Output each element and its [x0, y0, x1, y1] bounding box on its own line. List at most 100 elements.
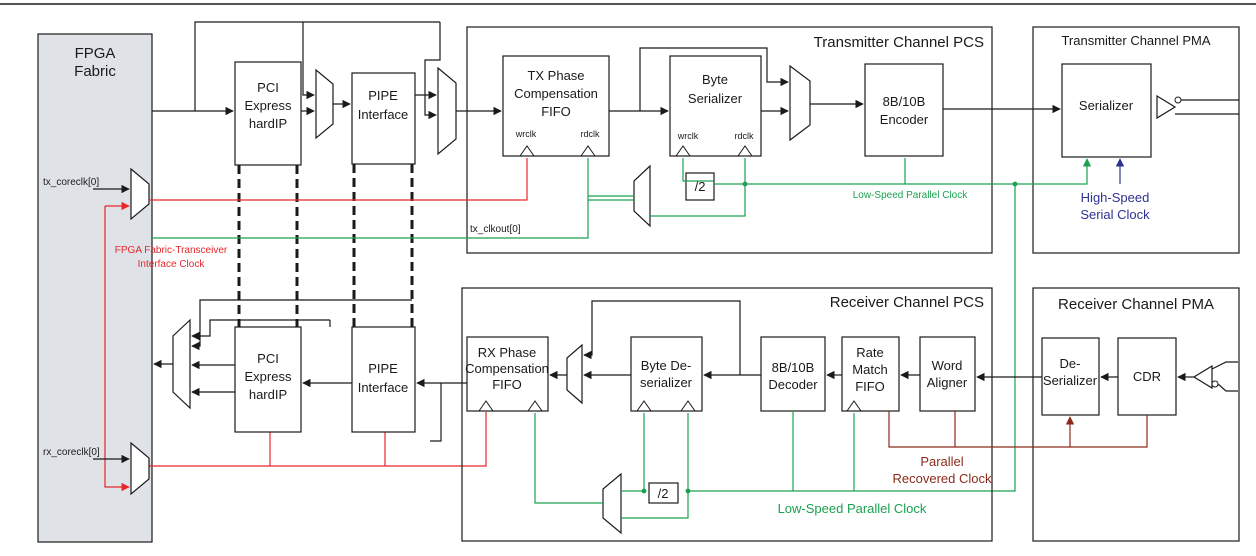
rx-deser-label-1: De-: [1060, 356, 1081, 371]
tx-byte-rdclk-port: [737, 145, 753, 157]
rx-pipe-label-1: PIPE: [368, 361, 398, 376]
tx-byte-wrclk-port: [675, 145, 691, 157]
rx-pma-deserializer: [1041, 337, 1100, 416]
tx-data-path: [152, 21, 1061, 120]
rx-cdr: [1117, 337, 1177, 416]
tx-mux-2: [437, 66, 457, 156]
rx-decoder-label-2: Decoder: [768, 377, 818, 392]
rx-byte-deser-label-1: Byte De-: [641, 358, 692, 373]
tx-fifo-label-1: TX Phase: [527, 68, 584, 83]
tx-pma-title: Transmitter Channel PMA: [1061, 33, 1210, 48]
tx-8b10b-encoder: [864, 63, 944, 157]
tx-fifo-rdclk-port: [580, 145, 596, 157]
tx-byte-ser-label-2: Serializer: [688, 91, 743, 106]
rx-pma-box: [1032, 287, 1240, 542]
tx-mux-3: [789, 64, 811, 142]
tx-fifo-wrclk: wrclk: [515, 129, 537, 139]
tx-pcs-box: [466, 26, 993, 254]
rx-fifo-rdclk-port: [527, 400, 543, 412]
tx-serializer-label: Serializer: [1079, 98, 1134, 113]
tx-pma-serializer: [1061, 63, 1152, 158]
rx-pipe-interface: [351, 326, 416, 433]
tx-fifo-label-2: Compensation: [514, 86, 598, 101]
rx-clock-junction-2: [685, 488, 691, 494]
tx-pipe-label-1: PIPE: [368, 88, 398, 103]
rx-coreclk-mux: [130, 441, 150, 496]
tx-byte-ser-label-1: Byte: [702, 72, 728, 87]
tx-phase-compensation-fifo: [502, 55, 610, 157]
rx-clock-junction-1: [641, 488, 647, 494]
rx-rate-match-label-2: Match: [852, 362, 887, 377]
rx-fifo-label-1: RX Phase: [478, 345, 537, 360]
tx-coreclk-mux: [130, 167, 150, 221]
rx-cdr-label: CDR: [1133, 369, 1161, 384]
rx-fifo-label-2: Compensation: [465, 361, 549, 376]
tx-fifo-wrclk-port: [519, 145, 535, 157]
tx-pci-label-2: Express: [245, 98, 292, 113]
rx-word-aligner-label-2: Aligner: [927, 375, 968, 390]
tx-low-speed-clock-label: Low-Speed Parallel Clock: [853, 190, 969, 201]
rx-low-speed-clock: [534, 411, 855, 519]
rx-pcs-title: Receiver Channel PCS: [830, 294, 984, 311]
fabric-label-2: Fabric: [74, 63, 116, 80]
tx-output-buffer-icon: [1156, 94, 1177, 120]
rx-clock-mux: [602, 472, 622, 535]
high-speed-label-1: High-Speed: [1081, 190, 1150, 205]
rx-byte-rdclk-port: [680, 400, 696, 412]
recovered-clock-label-2: Recovered Clock: [893, 471, 992, 486]
rx-output-mux: [172, 318, 191, 410]
fabric-interface-clock: [104, 158, 528, 492]
rx-pci-label-3: hardIP: [249, 387, 287, 402]
tx-div2-label: /2: [695, 179, 706, 194]
tx-encoder-label-2: Encoder: [880, 112, 929, 127]
rx-phase-compensation-fifo: [466, 336, 549, 412]
rx-data-mux: [566, 343, 583, 405]
rx-div2-label: /2: [658, 486, 669, 501]
fabric-label-1: FPGA: [75, 45, 116, 62]
tx-byte-serializer: [669, 55, 762, 157]
rx-pipe-label-2: Interface: [358, 380, 409, 395]
rx-rate-match-port: [846, 400, 862, 412]
rx-word-aligner-label-1: Word: [932, 358, 963, 373]
rx-deser-label-2: Serializer: [1043, 373, 1098, 388]
tx-clock-junction-2: [1012, 181, 1018, 187]
tx-fifo-label-3: FIFO: [541, 104, 571, 119]
rx-divide-by-2: [648, 482, 679, 504]
rx-byte-wrclk-port: [636, 400, 652, 412]
rx-diff-input: [1211, 361, 1238, 392]
tx-pci-express-hardip: [234, 61, 302, 166]
tx-pci-label-1: PCI: [257, 80, 279, 95]
rx-low-speed-clock-label: Low-Speed Parallel Clock: [778, 501, 927, 516]
recovered-clock-label-1: Parallel: [920, 454, 963, 469]
rx-fifo-label-3: FIFO: [492, 377, 522, 392]
tx-fifo-rdclk: rdclk: [580, 129, 600, 139]
rx-pci-express-hardip: [234, 326, 302, 433]
rx-rate-match-label-3: FIFO: [855, 379, 885, 394]
tx-pma-box: [1032, 26, 1240, 254]
interface-clock-label-2: Interface Clock: [138, 259, 206, 270]
rx-rate-match-fifo: [841, 336, 900, 412]
high-speed-label-2: Serial Clock: [1080, 207, 1150, 222]
interface-clock-label-1: FPGA Fabric-Transceiver: [115, 245, 228, 256]
pcie-pipe-dashed-links: [237, 164, 414, 327]
rx-byte-deserializer: [630, 336, 703, 412]
rx-pci-label-1: PCI: [257, 351, 279, 366]
rx-input-buffer-icon: [1192, 364, 1213, 390]
tx-pci-label-3: hardIP: [249, 116, 287, 131]
tx-diff-output: [1175, 99, 1239, 115]
tx-byte-rdclk: rdclk: [734, 131, 754, 141]
rx-pci-label-2: Express: [245, 369, 292, 384]
rx-8b10b-decoder: [760, 336, 826, 412]
rx-data-path: [153, 299, 1194, 442]
rx-buffer-inversion-icon: [1211, 380, 1219, 388]
rx-pcs-box: [461, 287, 993, 542]
rx-pma-title: Receiver Channel PMA: [1058, 296, 1214, 313]
rx-fifo-wrclk-port: [478, 400, 494, 412]
tx-low-speed-clock: [152, 158, 1092, 492]
parallel-recovered-clock: [888, 411, 1148, 448]
tx-clock-mux: [633, 164, 651, 228]
tx-buffer-inversion-icon: [1174, 96, 1182, 104]
tx-coreclk-label: tx_coreclk[0]: [43, 177, 99, 188]
rx-word-aligner: [919, 336, 976, 412]
